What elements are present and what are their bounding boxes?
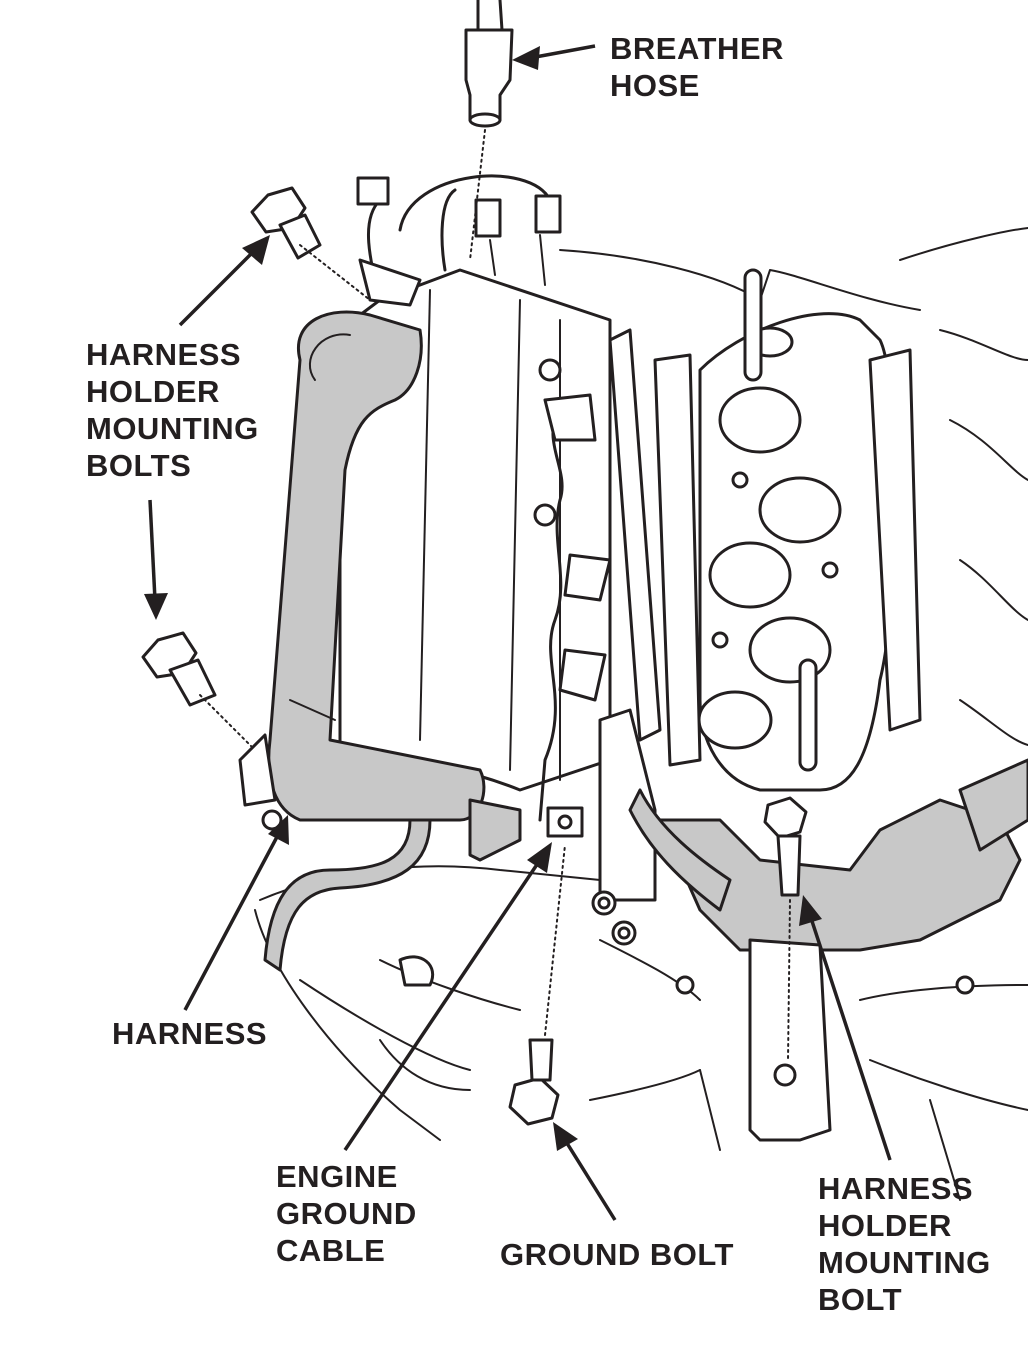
ground-cable-terminal <box>468 798 584 862</box>
ground-bolt-label: GROUND BOLT <box>500 1236 734 1273</box>
harness-holder-bolt-label-line1: HARNESS <box>818 1171 974 1206</box>
breather-hose-label: BREATHER HOSE <box>610 30 784 104</box>
harness-holder-bolts-label-line2: HOLDER <box>86 374 220 409</box>
harness-holder-bolts-label-line4: BOLTS <box>86 448 192 483</box>
ground-bolt <box>508 844 566 1126</box>
ground-bolt-label-line1: GROUND BOLT <box>500 1237 734 1272</box>
harness-cable <box>263 818 432 972</box>
harness-holder-bolts-label: HARNESS HOLDER MOUNTING BOLTS <box>86 336 259 484</box>
engine-ground-cable-label-line2: GROUND <box>276 1196 417 1231</box>
top-connectors <box>356 174 562 302</box>
harness-holder-bolt-upper <box>250 186 371 301</box>
harness-holder-bolt-label-line4: BOLT <box>818 1282 903 1317</box>
engine-ground-cable-label: ENGINE GROUND CABLE <box>276 1158 417 1269</box>
harness-holder-bolt-lower <box>763 796 808 1061</box>
harness-holder-bolts-label-line3: MOUNTING <box>86 411 259 446</box>
harness-holder-bolts-label-line1: HARNESS <box>86 337 242 372</box>
engine-mount-bracket <box>398 708 1028 1142</box>
harness-holder <box>238 258 486 822</box>
harness-holder-bolt-label-line3: MOUNTING <box>818 1245 991 1280</box>
breather-hose-label-line1: BREATHER <box>610 31 784 66</box>
leader-arrows <box>144 44 892 1221</box>
engine-ground-cable-label-line1: ENGINE <box>276 1159 398 1194</box>
intake-manifold-ports <box>697 268 897 792</box>
harness-label: HARNESS <box>112 1015 267 1052</box>
harness-holder-bolt-label-line2: HOLDER <box>818 1208 952 1243</box>
engine-ground-cable-label-line3: CABLE <box>276 1233 386 1268</box>
harness-label-line1: HARNESS <box>112 1016 268 1051</box>
hex-nuts <box>261 809 637 946</box>
injector-wiring <box>538 393 612 822</box>
harness-holder-bolt-middle <box>141 631 256 751</box>
fuel-rails <box>608 328 922 767</box>
breather-hose <box>464 0 514 261</box>
breather-hose-label-line2: HOSE <box>610 68 700 103</box>
harness-holder-bolt-label: HARNESS HOLDER MOUNTING BOLT <box>818 1170 991 1318</box>
